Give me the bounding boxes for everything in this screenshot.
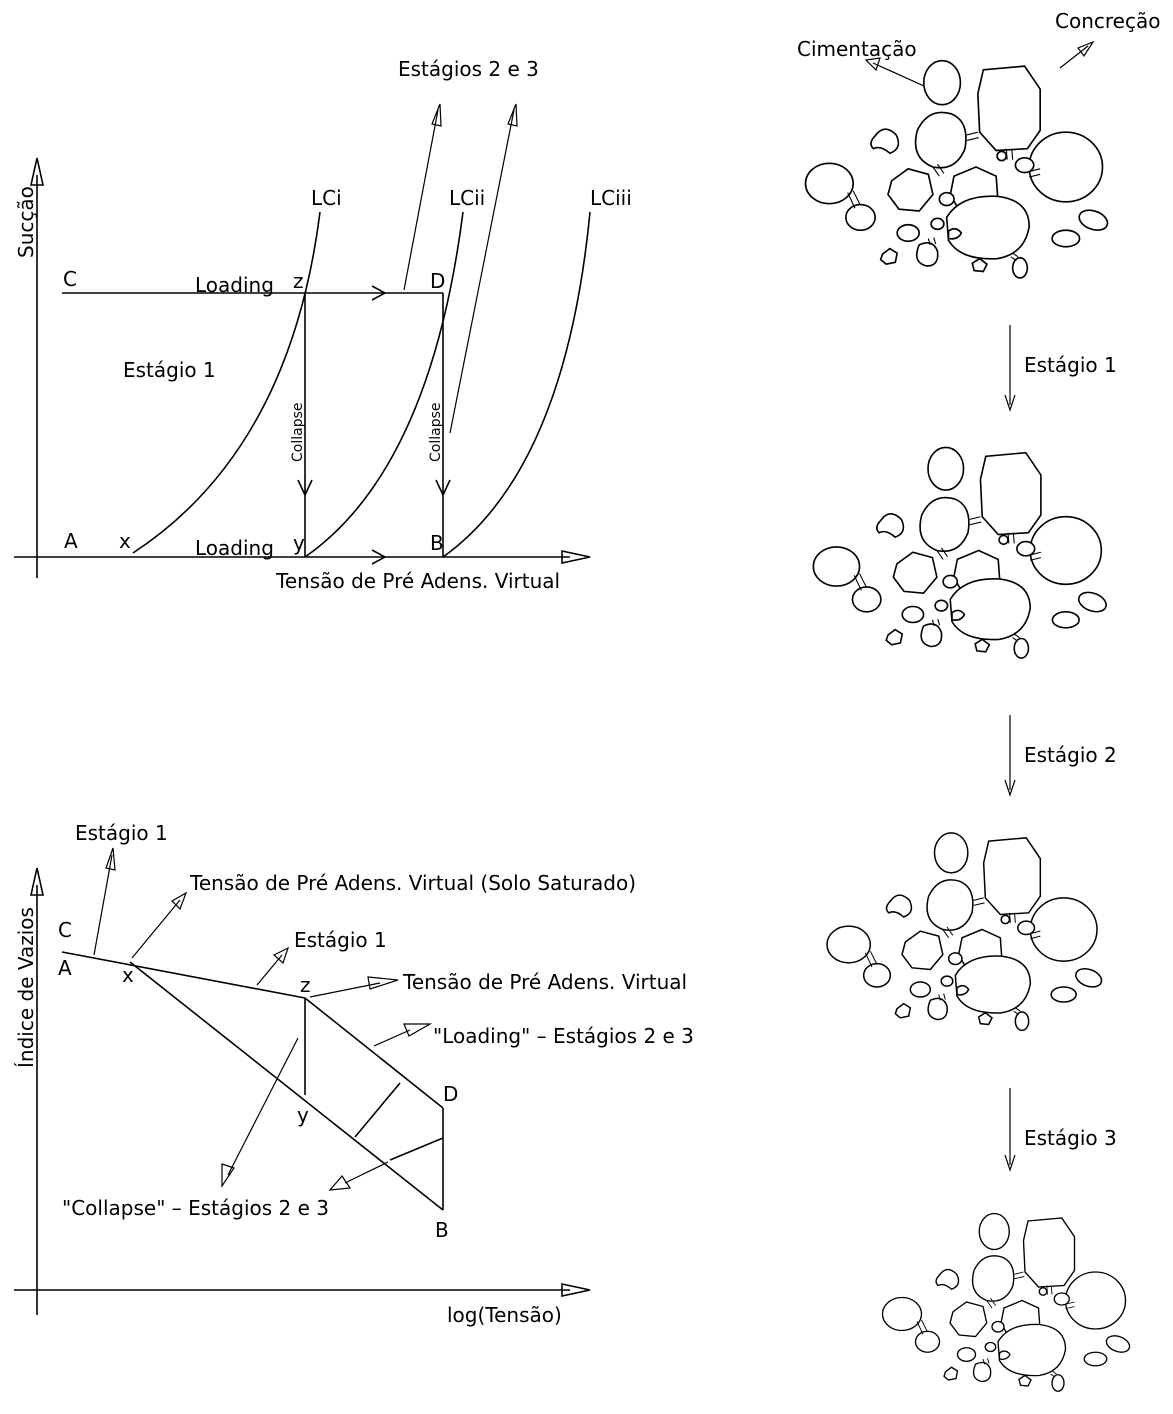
- cimentacao-arrowhead: [864, 57, 881, 72]
- stage2-label: Estágio 2: [1024, 743, 1117, 767]
- point-label-y: y: [293, 531, 305, 555]
- line-z-to-d: [304, 997, 444, 1109]
- stage3-arrowhead: [1004, 1154, 1016, 1172]
- pointer-arrowhead: [328, 1175, 352, 1191]
- x-axis-arrowhead: [561, 1283, 591, 1297]
- pointer-arrowhead: [171, 891, 188, 911]
- concrecao-arrowhead: [1077, 40, 1095, 58]
- pointer-virtual-sat: [131, 899, 181, 959]
- point-label-d: D: [430, 269, 445, 293]
- loading-label-top: Loading: [195, 273, 274, 297]
- curve-lciii: [442, 211, 591, 558]
- loading-arrowhead-top: [371, 285, 387, 301]
- aggregate-after-stage1: [812, 446, 1110, 659]
- cimentacao-label: Cimentação: [797, 37, 917, 61]
- collapse-label: "Collapse" – Estágios 2 e 3: [62, 1196, 329, 1220]
- pointer-stage1-top: [93, 854, 113, 956]
- x-axis-label: Tensão de Pré Adens. Virtual: [275, 569, 560, 593]
- pointer-arrowhead: [105, 847, 116, 871]
- pointer-arrowhead: [221, 1163, 235, 1188]
- y-axis-arrowhead: [30, 157, 44, 186]
- collapse-label-1: Collapse: [290, 403, 306, 463]
- x-axis-arrowhead: [561, 550, 591, 564]
- succao-diagram: Sucção Tensão de Pré Adens. Virtual Está…: [14, 57, 632, 593]
- pointer-arrowhead-b: [507, 103, 518, 127]
- point-label-c: C: [58, 918, 72, 942]
- point-label-x: x: [119, 529, 131, 553]
- pointer-arrowhead: [403, 1023, 433, 1037]
- pointer-collapse-b: [344, 1161, 389, 1184]
- stage1-label-mid: Estágio 1: [294, 928, 387, 952]
- point-label-a: A: [64, 529, 78, 553]
- point-label-x: x: [122, 963, 134, 987]
- point-label-c: C: [63, 267, 77, 291]
- pointer-arrowhead: [272, 946, 290, 965]
- soil-structure-sketches: Concreção Cimentação Estágio 1 Estágio 2…: [797, 9, 1160, 1393]
- stages-23-label: Estágios 2 e 3: [398, 57, 539, 81]
- y-axis-label: Sucção: [14, 186, 38, 258]
- collapse-label-2: Collapse: [428, 403, 444, 463]
- virtual-sat-label: Tensão de Pré Adens. Virtual (Solo Satur…: [189, 871, 636, 895]
- curve-lcii: [304, 211, 464, 558]
- point-label-a: A: [58, 956, 72, 980]
- pointer-stage1-mid: [256, 954, 283, 986]
- curve-lci: [132, 211, 321, 554]
- pointer-virtual: [309, 982, 381, 998]
- stage1-arrowhead: [1004, 394, 1016, 412]
- loading-label: "Loading" – Estágios 2 e 3: [433, 1024, 694, 1048]
- pointer-arrowhead-a: [431, 103, 442, 127]
- stage1-label: Estágio 1: [123, 358, 216, 382]
- concrecao-pointer: [1059, 45, 1089, 69]
- curve-label-lci: LCi: [311, 186, 342, 210]
- point-label-b: B: [430, 531, 444, 555]
- stage3-label: Estágio 3: [1024, 1126, 1117, 1150]
- curve-label-lciii: LCiii: [590, 186, 632, 210]
- point-label-z: z: [293, 269, 304, 293]
- loading-label-bottom: Loading: [195, 536, 274, 560]
- collapse-arrowhead-1: [297, 479, 313, 497]
- pointer-loading: [373, 1029, 411, 1047]
- point-label-z: z: [300, 973, 311, 997]
- stage1-label-top: Estágio 1: [75, 821, 168, 845]
- aggregate-after-stage3: [881, 1212, 1133, 1393]
- pointer-arrowhead: [367, 976, 399, 990]
- aggregate-after-stage2: [826, 832, 1105, 1032]
- line-x-to-b: [129, 961, 444, 1211]
- virtual-label: Tensão de Pré Adens. Virtual: [402, 970, 687, 994]
- pointer-stages-23-b: [449, 109, 515, 434]
- y-axis-arrowhead: [30, 867, 44, 896]
- concrecao-label: Concreção: [1055, 9, 1160, 33]
- collapse-arrowhead-2: [435, 479, 451, 497]
- aggregate-initial: [804, 59, 1112, 279]
- loading-arrowhead-bottom: [371, 549, 387, 565]
- pointer-stages-23-a: [403, 109, 439, 291]
- x-axis-label: log(Tensão): [447, 1303, 562, 1327]
- stage2-arrowhead: [1004, 779, 1016, 797]
- point-label-y: y: [297, 1103, 309, 1127]
- intermediate-line-2: [389, 1137, 444, 1161]
- intermediate-line-1: [354, 1082, 401, 1138]
- line-ca-to-z: [61, 951, 306, 999]
- pointer-collapse-a: [227, 1037, 299, 1176]
- y-axis-label: Índice de Vazios: [14, 907, 38, 1068]
- curve-label-lcii: LCii: [449, 186, 485, 210]
- point-label-b: B: [435, 1218, 449, 1242]
- stage1-label: Estágio 1: [1024, 353, 1117, 377]
- point-label-d: D: [443, 1082, 458, 1106]
- void-ratio-diagram: Índice de Vazios log(Tensão) Estágio 1 T…: [14, 821, 694, 1327]
